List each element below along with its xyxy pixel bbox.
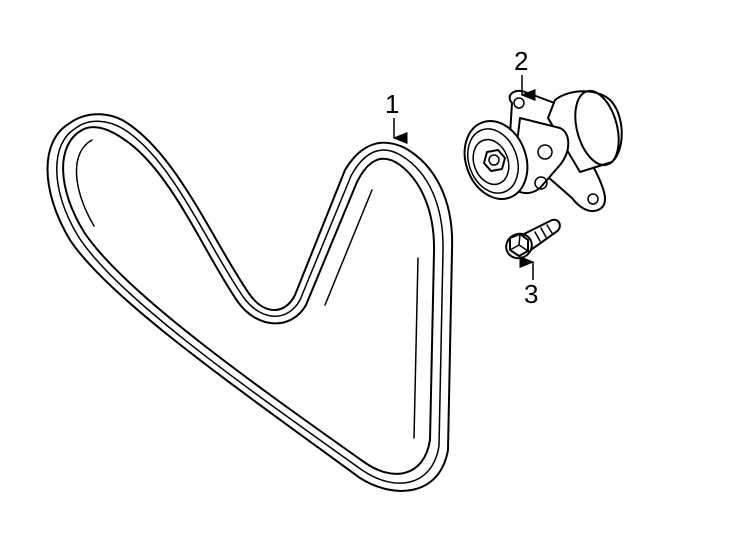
callout-1: 1 — [385, 89, 408, 144]
callout-number-2: 2 — [514, 46, 528, 76]
belt-tensioner[interactable] — [454, 86, 626, 212]
callout-number-3: 3 — [524, 279, 538, 309]
callout-3: 3 — [519, 256, 538, 309]
callout-number-1: 1 — [385, 89, 399, 119]
tensioner-bolt[interactable] — [502, 218, 561, 263]
callout-2: 2 — [514, 46, 536, 101]
serpentine-belt[interactable] — [46, 113, 454, 492]
